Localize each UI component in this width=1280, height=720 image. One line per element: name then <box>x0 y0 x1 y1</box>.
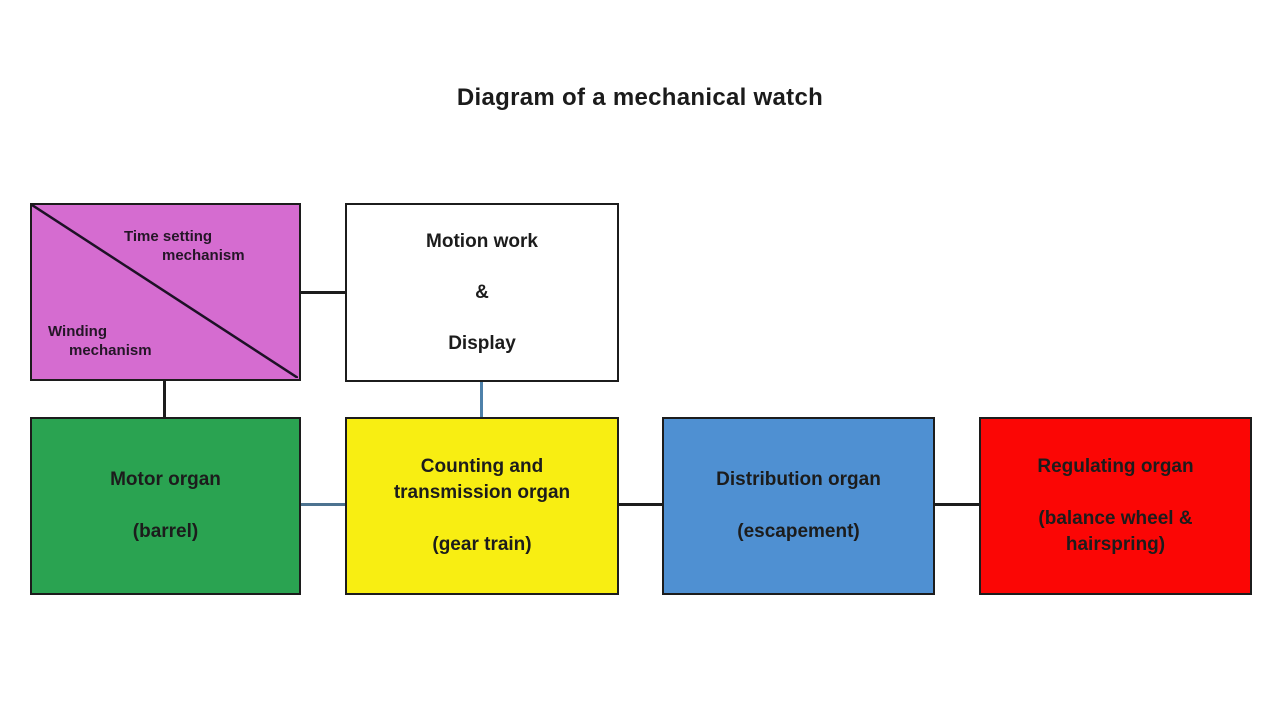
motion-box-line1: Motion work <box>426 230 538 252</box>
counting-box-title: Counting and transmission organ <box>393 456 571 503</box>
time-setting-label-line1: Time setting <box>124 228 213 245</box>
connector-motion-to-counting <box>480 380 483 419</box>
distribution-box-subtitle: (escapement) <box>737 521 860 542</box>
counting-box-subtitle: (gear train) <box>432 534 532 555</box>
regulating-box-title: Regulating organ <box>1037 456 1194 477</box>
motor-box-title: Motor organ <box>110 469 221 490</box>
diagonal-divider-line <box>32 205 298 378</box>
motor-organ-box: Motor organ (barrel) <box>30 417 301 595</box>
connector-split-to-motion <box>299 291 347 294</box>
regulating-box-subtitle: (balance wheel & hairspring) <box>1038 508 1193 555</box>
winding-label: Winding mechanism <box>48 322 152 360</box>
time-setting-label: Time setting mechanism <box>124 227 245 265</box>
diagram-title: Diagram of a mechanical watch <box>456 84 824 111</box>
counting-transmission-organ-box: Counting and transmission organ (gear tr… <box>345 417 619 595</box>
distribution-box-title: Distribution organ <box>716 469 881 490</box>
connector-split-to-motor <box>163 379 166 419</box>
winding-label-line1: Winding <box>48 323 108 340</box>
distribution-organ-box: Distribution organ (escapement) <box>662 417 935 595</box>
connector-motor-to-counting <box>299 503 347 506</box>
regulating-organ-box: Regulating organ (balance wheel & hairsp… <box>979 417 1252 595</box>
motion-work-display-box: Motion work & Display <box>345 203 619 382</box>
time-setting-winding-box: Time setting mechanism Winding mechanism <box>30 203 301 381</box>
motion-box-line2: & <box>475 281 489 303</box>
winding-label-line2: mechanism <box>69 342 152 359</box>
time-setting-label-line2: mechanism <box>162 247 245 264</box>
motion-box-line3: Display <box>448 332 516 354</box>
connector-counting-to-distribution <box>617 503 664 506</box>
connector-distribution-to-regulating <box>933 503 981 506</box>
motor-box-subtitle: (barrel) <box>132 521 199 542</box>
